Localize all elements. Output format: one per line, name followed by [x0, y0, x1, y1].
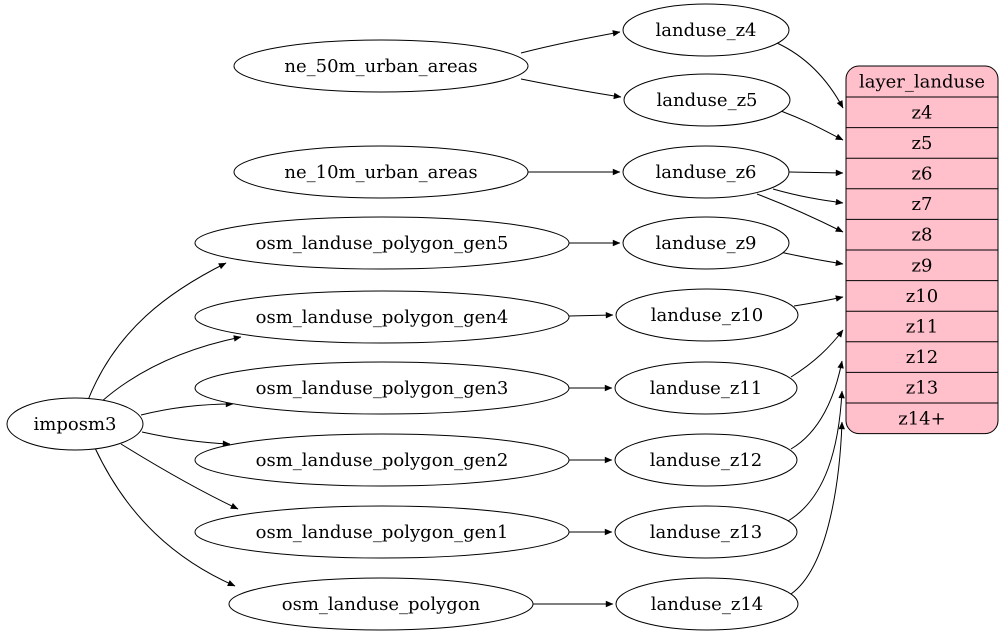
landuse_z5-ellipse — [623, 73, 791, 127]
osm_landuse_polygon_gen1-ellipse — [194, 505, 570, 559]
edge-landuse_z9-layer_landuse-z9 — [779, 251, 844, 267]
edge-landuse_z5-layer_landuse-z5 — [780, 110, 844, 141]
landuse_z11-label: landuse_z11 — [650, 378, 762, 399]
landuse_z12-ellipse — [614, 433, 798, 487]
landuse_z12-label: landuse_z12 — [650, 450, 762, 471]
node-landuse_z4: landuse_z4 — [622, 3, 790, 57]
edge-imposm3-osm_landuse_polygon — [94, 447, 236, 587]
node-osm_landuse_polygon_gen1: osm_landuse_polygon_gen1 — [194, 505, 570, 559]
node-landuse_z10: landuse_z10 — [615, 288, 799, 342]
edge-ne_50m_urban_areas-landuse_z4 — [520, 30, 621, 54]
table-row-z5: z5 — [912, 133, 933, 154]
edge-landuse_z13-layer_landuse-z13 — [787, 390, 845, 522]
node-landuse_z5: landuse_z5 — [623, 73, 791, 127]
node-group: imposm3 ne_50m_urban_areas ne_10m_urban_… — [6, 3, 799, 631]
edge-imposm3-osm_landuse_polygon_gen4 — [100, 335, 242, 403]
table-row-z6: z6 — [912, 164, 933, 185]
ne_50m_urban_areas-ellipse — [233, 39, 529, 93]
table-row-z4: z4 — [912, 102, 933, 123]
osm_landuse_polygon_gen2-label: osm_landuse_polygon_gen2 — [256, 450, 509, 471]
edge-imposm3-osm_landuse_polygon_gen1 — [120, 443, 239, 510]
table-layer-landuse: layer_landuse z4 z5 z6 z7 z8 z9 z10 z11 … — [845, 65, 999, 435]
table-row-z8: z8 — [912, 225, 933, 246]
edge-imposm3-osm_landuse_polygon_gen5 — [87, 262, 227, 401]
landuse_z6-ellipse — [622, 145, 790, 199]
edge-imposm3-osm_landuse_polygon_gen2 — [141, 431, 231, 447]
landuse_z4-ellipse — [622, 3, 790, 57]
edge-landuse_z10-layer_landuse-z10 — [793, 295, 844, 307]
ne_10m_urban_areas-label: ne_10m_urban_areas — [284, 162, 477, 183]
node-landuse_z11: landuse_z11 — [614, 361, 798, 415]
landuse_z5-label: landuse_z5 — [656, 90, 757, 111]
edge-imposm3-osm_landuse_polygon_gen3 — [140, 400, 234, 416]
landuse_z13-ellipse — [614, 505, 798, 559]
landuse_z13-label: landuse_z13 — [650, 522, 762, 543]
table-row-z11: z11 — [906, 317, 938, 338]
node-landuse_z14: landuse_z14 — [615, 577, 799, 631]
edge-landuse_z11-layer_landuse-z11 — [790, 329, 844, 378]
osm_landuse_polygon_gen2-ellipse — [194, 433, 570, 487]
node-ne_10m_urban_areas: ne_10m_urban_areas — [233, 145, 529, 199]
landuse_z14-ellipse — [615, 577, 799, 631]
imposm3-label: imposm3 — [34, 414, 117, 435]
edge-landuse_z6-layer_landuse-z8 — [756, 193, 844, 233]
landuse_z9-label: landuse_z9 — [655, 233, 756, 254]
ne_10m_urban_areas-ellipse — [233, 145, 529, 199]
node-landuse_z13: landuse_z13 — [614, 505, 798, 559]
table-row-z9: z9 — [912, 255, 933, 276]
edge-landuse_z14-layer_landuse-z14plus — [790, 421, 845, 595]
landuse_z11-ellipse — [614, 361, 798, 415]
osm_landuse_polygon_gen3-label: osm_landuse_polygon_gen3 — [256, 378, 509, 399]
node-osm_landuse_polygon_gen3: osm_landuse_polygon_gen3 — [194, 361, 570, 415]
table-row-z10: z10 — [906, 286, 938, 307]
table-row-z7: z7 — [912, 194, 933, 215]
edge-landuse_z6-layer_landuse-z6 — [788, 169, 844, 177]
osm_landuse_polygon_gen5-label: osm_landuse_polygon_gen5 — [256, 233, 509, 254]
landuse_z10-label: landuse_z10 — [651, 305, 763, 326]
node-osm_landuse_polygon: osm_landuse_polygon — [228, 577, 534, 631]
node-osm_landuse_polygon_gen2: osm_landuse_polygon_gen2 — [194, 433, 570, 487]
landuse_z6-label: landuse_z6 — [655, 162, 756, 183]
node-imposm3: imposm3 — [6, 397, 144, 451]
landuse_z14-label: landuse_z14 — [651, 594, 763, 615]
node-osm_landuse_polygon_gen5: osm_landuse_polygon_gen5 — [194, 216, 570, 270]
table-row-z14plus: z14+ — [898, 408, 945, 429]
edge-osm_landuse_polygon_gen4-landuse_z10 — [568, 311, 614, 319]
osm_landuse_polygon_gen4-ellipse — [194, 290, 570, 344]
osm_landuse_polygon_gen5-ellipse — [194, 216, 570, 270]
node-landuse_z12: landuse_z12 — [614, 433, 798, 487]
node-landuse_z9: landuse_z9 — [622, 216, 790, 270]
ne_50m_urban_areas-label: ne_50m_urban_areas — [284, 56, 477, 77]
node-ne_50m_urban_areas: ne_50m_urban_areas — [233, 39, 529, 93]
edge-landuse_z12-layer_landuse-z12 — [790, 360, 844, 450]
node-landuse_z6: landuse_z6 — [622, 145, 790, 199]
edge-landuse_z6-layer_landuse-z7 — [772, 188, 844, 206]
landuse_z10-ellipse — [615, 288, 799, 342]
landuse_z9-ellipse — [622, 216, 790, 270]
imposm3-ellipse — [6, 397, 144, 451]
osm_landuse_polygon-label: osm_landuse_polygon — [282, 594, 481, 615]
table-row-z13: z13 — [906, 378, 938, 399]
node-osm_landuse_polygon_gen4: osm_landuse_polygon_gen4 — [194, 290, 570, 344]
osm_landuse_polygon_gen4-label: osm_landuse_polygon_gen4 — [256, 307, 509, 328]
table-row-z12: z12 — [906, 347, 938, 368]
edge-ne_50m_urban_areas-landuse_z5 — [520, 78, 622, 100]
osm_landuse_polygon_gen1-label: osm_landuse_polygon_gen1 — [256, 522, 509, 543]
osm_landuse_polygon-ellipse — [228, 577, 534, 631]
edge-group — [87, 30, 845, 608]
edge-landuse_z4-layer_landuse-z4 — [776, 42, 844, 109]
osm_landuse_polygon_gen3-ellipse — [194, 361, 570, 415]
landuse_z4-label: landuse_z4 — [655, 20, 756, 41]
table-title: layer_landuse — [859, 72, 985, 93]
